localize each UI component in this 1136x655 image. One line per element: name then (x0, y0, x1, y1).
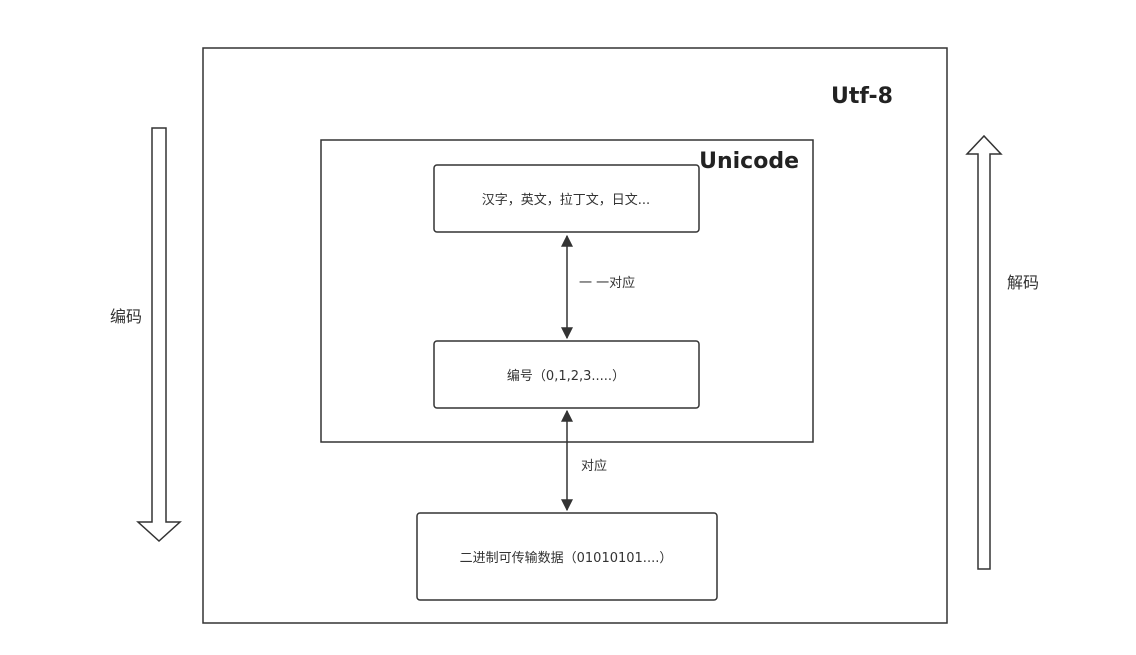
codepoints-label: 编号（0,1,2,3.....） (507, 369, 625, 384)
unicode-title: Unicode (699, 149, 799, 174)
codepoints-node (433, 340, 700, 409)
binary-label: 二进制可传输数据（01010101....） (460, 550, 673, 566)
encode-arrow-down-icon (136, 127, 182, 543)
binary-node (416, 512, 718, 601)
characters-label: 汉字，英文，拉丁文，日文... (482, 193, 650, 208)
decode-arrow-up-icon (965, 134, 1003, 570)
edge-correspond-label: 对应 (581, 458, 607, 474)
characters-node (433, 164, 700, 233)
utf8-title: Utf-8 (831, 84, 893, 109)
encode-label: 编码 (110, 307, 142, 326)
edge-one-to-one-label: 一 一对应 (579, 275, 635, 291)
decode-label: 解码 (1007, 273, 1039, 292)
